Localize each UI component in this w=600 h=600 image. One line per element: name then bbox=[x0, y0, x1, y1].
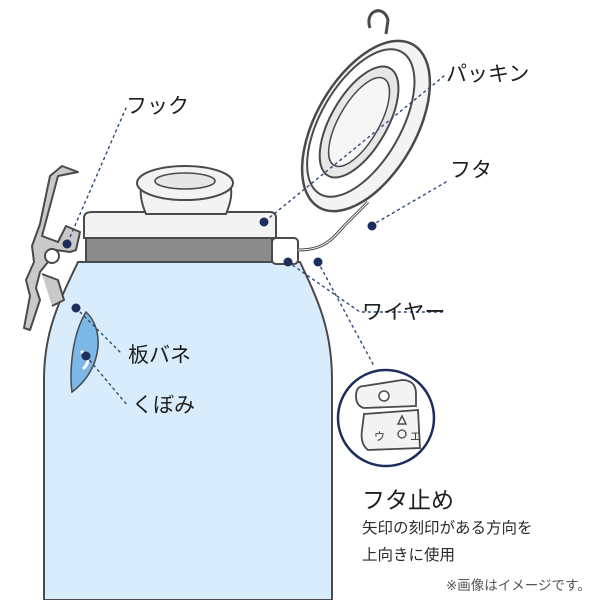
note-line-2: 上向きに使用 bbox=[362, 546, 456, 564]
dot-packing bbox=[259, 217, 269, 227]
detail-glyph-e: エ bbox=[410, 430, 421, 443]
detail-hole bbox=[378, 390, 390, 402]
label-packing: パッキン bbox=[446, 62, 530, 86]
jar-mouth-inner bbox=[154, 172, 216, 190]
leader-stopper bbox=[317, 261, 375, 367]
packing-inner bbox=[327, 76, 391, 168]
neck-band bbox=[85, 237, 273, 263]
label-lid-stopper: フタ止め bbox=[362, 488, 454, 514]
detail-glyph-u: ウ bbox=[374, 430, 385, 443]
dot-leaf bbox=[71, 303, 81, 313]
lid-group bbox=[300, 39, 432, 213]
leader-dots bbox=[62, 217, 377, 361]
leader-packing bbox=[263, 75, 445, 223]
dot-wire-1 bbox=[283, 257, 293, 267]
note-line-1: 矢印の刻印がある方向を bbox=[362, 519, 533, 537]
label-hook: フック bbox=[126, 94, 189, 118]
leader-leaf bbox=[75, 307, 123, 355]
dot-hook bbox=[62, 239, 72, 249]
dot-wire-2 bbox=[313, 257, 323, 267]
dot-lid bbox=[367, 221, 377, 231]
disclaimer: ※画像はイメージです。 bbox=[446, 578, 591, 594]
detail-arrow-icon bbox=[396, 414, 408, 425]
label-wire: ワイヤー bbox=[362, 300, 446, 324]
wire-inner bbox=[297, 201, 369, 251]
detail-mark bbox=[397, 429, 407, 439]
label-dent: くぼみ bbox=[132, 393, 195, 417]
leader-lines bbox=[66, 75, 447, 407]
hook-arm bbox=[41, 273, 65, 307]
top-plate bbox=[83, 211, 277, 239]
leader-dent bbox=[85, 355, 129, 407]
leader-hook bbox=[66, 107, 127, 245]
label-leaf-spring: 板バネ bbox=[128, 343, 191, 367]
hook-pivot bbox=[44, 248, 60, 264]
label-lid: フタ bbox=[450, 158, 492, 182]
detail-stopper-lower bbox=[360, 409, 421, 451]
lid-loop bbox=[367, 9, 390, 35]
dot-dent bbox=[81, 351, 91, 361]
leader-lid bbox=[373, 181, 447, 225]
leader-wire bbox=[287, 261, 445, 313]
